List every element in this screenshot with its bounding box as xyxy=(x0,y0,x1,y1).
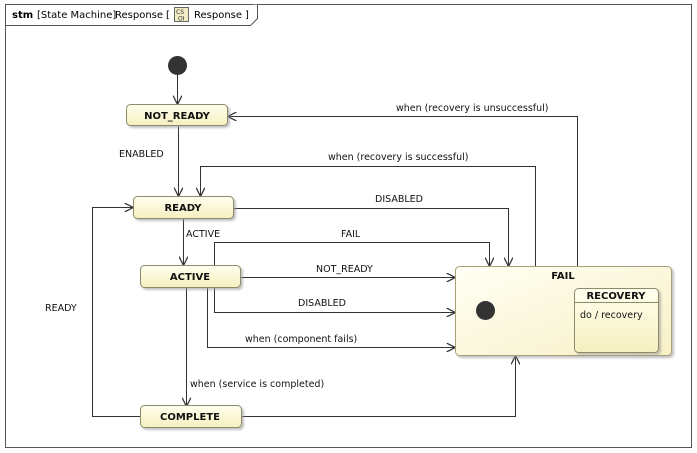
diagram-frame: stm [State Machine] Response [ CS OI Res… xyxy=(5,4,692,448)
fail-initial-pseudostate[interactable] xyxy=(476,301,495,320)
state-recovery[interactable]: RECOVERY do / recovery xyxy=(574,288,659,353)
state-not-ready-label: NOT_READY xyxy=(144,111,211,122)
label-active: ACTIVE xyxy=(186,229,220,240)
state-complete[interactable]: COMPLETE xyxy=(140,405,242,428)
label-fail: FAIL xyxy=(341,229,361,240)
transition-disabled-from-ready xyxy=(234,208,509,267)
label-not-ready: NOT_READY xyxy=(316,264,373,275)
frame-bracket-open: [ xyxy=(166,10,170,21)
label-recovery-successful: when (recovery is successful) xyxy=(328,152,468,163)
transition-ready xyxy=(92,208,140,417)
transition-fail xyxy=(214,242,490,267)
state-complete-label: COMPLETE xyxy=(160,412,220,423)
state-not-ready[interactable]: NOT_READY xyxy=(126,104,228,126)
label-recovery-unsuccessful: when (recovery is unsuccessful) xyxy=(396,103,549,114)
label-disabled-ready: DISABLED xyxy=(375,194,423,205)
class-icon: CS OI xyxy=(174,7,189,23)
transition-recovery-successful xyxy=(201,166,536,266)
transition-component-fails xyxy=(207,288,456,348)
transition-disabled-from-active xyxy=(214,288,456,313)
label-component-fails: when (component fails) xyxy=(245,334,357,345)
frame-name: Response xyxy=(115,10,163,21)
state-recovery-do-activity: do / recovery xyxy=(580,310,643,321)
label-ready: READY xyxy=(45,303,77,314)
initial-pseudostate[interactable] xyxy=(168,56,187,75)
frame-kind: [State Machine] xyxy=(37,10,116,21)
label-service-completed: when (service is completed) xyxy=(190,379,324,390)
state-active[interactable]: ACTIVE xyxy=(140,265,241,288)
label-disabled-active: DISABLED xyxy=(298,298,346,309)
frame-keyword: stm xyxy=(12,10,33,21)
frame-context: Response xyxy=(194,10,242,21)
label-enabled: ENABLED xyxy=(119,149,164,160)
frame-bracket-close: ] xyxy=(245,10,249,21)
state-ready-label: READY xyxy=(164,203,202,214)
transition-complete-to-fail xyxy=(242,356,516,417)
state-recovery-label: RECOVERY xyxy=(586,291,646,302)
svg-text:OI: OI xyxy=(178,16,185,23)
svg-text:CS: CS xyxy=(176,9,184,16)
state-active-label: ACTIVE xyxy=(170,272,210,283)
transitions xyxy=(92,75,578,417)
state-fail-label: FAIL xyxy=(551,271,575,282)
state-ready[interactable]: READY xyxy=(133,196,234,219)
transition-recovery-unsuccessful xyxy=(228,117,578,266)
